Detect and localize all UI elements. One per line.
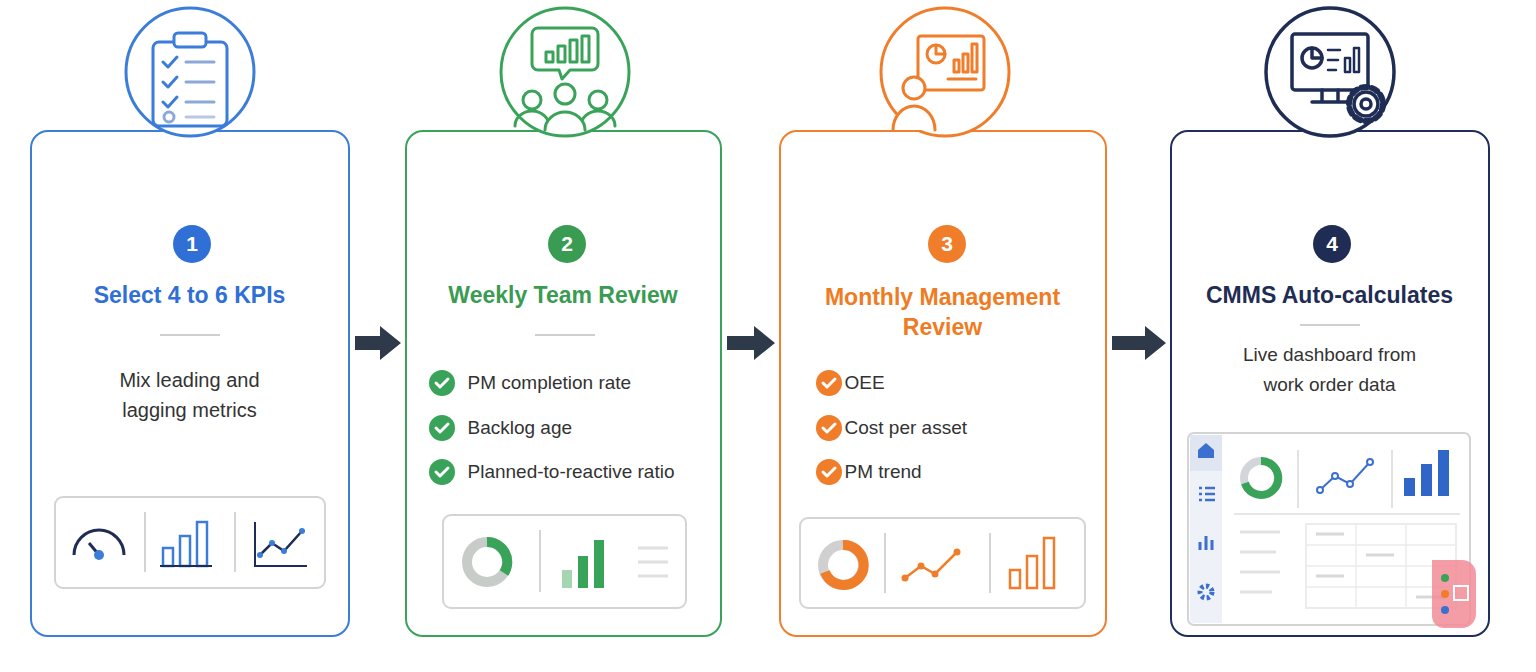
step-number: 4 <box>1313 225 1351 263</box>
presenter-icon <box>936 45 945 54</box>
step-number: 3 <box>928 225 966 263</box>
team-icon <box>555 84 575 104</box>
step-card: CMMS Auto-calculatesLive dashboard from … <box>1170 130 1490 637</box>
checklist-item: Planned-to-reactive ratio <box>468 460 718 484</box>
monitor-icon <box>1349 87 1383 121</box>
step-title: CMMS Auto-calculates <box>1170 281 1490 309</box>
monitor-icon <box>1266 8 1394 136</box>
team-icon <box>523 91 541 109</box>
team-icon <box>589 91 607 109</box>
step-description: Mix leading and lagging metrics <box>95 365 285 425</box>
monitor-icon <box>1266 8 1394 136</box>
monitor-icon <box>1292 34 1368 90</box>
team-icon <box>545 112 585 130</box>
team-icon <box>582 36 589 62</box>
checklist-item: OEE <box>845 371 1095 395</box>
presenter-icon <box>881 8 1009 136</box>
clipboard-icon <box>163 77 177 87</box>
team-icon <box>570 40 577 62</box>
monitor-icon <box>1328 50 1340 70</box>
step-card: Weekly Team Review PM completion rateBack… <box>405 130 722 637</box>
checklist-item: Backlog age <box>468 416 718 440</box>
number-label: 4 <box>1313 225 1351 263</box>
presenter-icon <box>963 54 968 72</box>
step-title: Monthly Management Review <box>808 282 1078 342</box>
clipboard-icon <box>153 42 227 126</box>
number-label: 1 <box>173 225 211 263</box>
presenter-icon <box>893 106 935 130</box>
monitor-icon <box>1361 99 1371 109</box>
monitor-icon <box>1354 92 1378 116</box>
clipboard-icon <box>163 57 177 67</box>
team-icon <box>501 8 629 136</box>
step-description: Live dashboard from work order data <box>1225 340 1435 400</box>
step-number: 2 <box>548 225 586 263</box>
team-icon <box>532 28 598 79</box>
clipboard-icon <box>186 62 214 102</box>
monitor-icon <box>1312 90 1348 102</box>
team-icon <box>558 46 565 62</box>
monitor-icon <box>1354 48 1359 72</box>
team-icon <box>581 111 615 126</box>
presenter-icon <box>927 45 945 63</box>
number-label: 3 <box>928 225 966 263</box>
flow-arrow <box>727 326 775 360</box>
clipboard-icon <box>186 116 214 119</box>
flow-arrow <box>1112 326 1166 360</box>
step-title: Weekly Team Review <box>405 281 722 309</box>
monitor-icon <box>1312 48 1322 58</box>
flow-arrow <box>355 326 401 360</box>
team-icon <box>501 8 629 136</box>
team-icon <box>546 52 553 62</box>
checklist-item: PM completion rate <box>468 371 718 395</box>
step-number: 1 <box>173 225 211 263</box>
monitor-icon <box>1302 48 1322 68</box>
clipboard-icon <box>163 97 177 107</box>
presenter-icon <box>881 8 1009 136</box>
team-icon <box>515 111 549 126</box>
number-label: 2 <box>548 225 586 263</box>
clipboard-icon <box>164 112 174 122</box>
presenter-icon <box>903 77 925 99</box>
clipboard-icon <box>174 33 206 47</box>
clipboard-icon <box>126 8 254 136</box>
step-card: Monthly Management ReviewOEE Cost per ass… <box>779 130 1107 637</box>
clipboard-icon <box>126 8 254 136</box>
monitor-icon <box>1345 58 1350 72</box>
presenter-icon <box>972 44 977 72</box>
presenter-icon <box>948 78 976 81</box>
presenter-icon <box>918 36 984 90</box>
checklist-item: Cost per asset <box>845 416 1095 440</box>
step-title: Select 4 to 6 KPIs <box>30 281 350 309</box>
presenter-icon <box>954 60 959 72</box>
step-card: Select 4 to 6 KPIsMix leading and laggin… <box>30 130 350 637</box>
checklist-item: PM trend <box>845 460 1095 484</box>
